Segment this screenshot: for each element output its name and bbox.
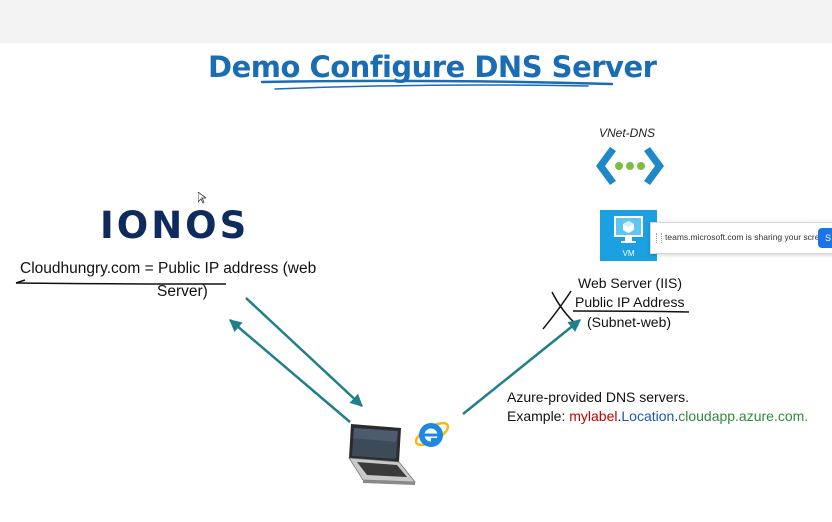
title-underline-2 (274, 84, 589, 90)
title-underline (260, 79, 614, 86)
dns-mapping-line2: Server) (157, 283, 208, 300)
ionos-logo: IONOS (100, 204, 250, 247)
monitor-icon (614, 216, 643, 243)
azure-dns-note: Azure-provided DNS servers. (507, 389, 690, 405)
vnet-icon (596, 147, 664, 185)
example-dot-1: . (617, 408, 622, 424)
cross-mark-2 (542, 290, 572, 330)
azure-dns-example: Example: mylabel.Location.cloudapp.azure… (507, 408, 808, 424)
stop-sharing-button[interactable]: S (818, 228, 832, 248)
example-domain: cloudapp.azure.com. (678, 408, 809, 424)
subnet-label: (Subnet-web) (587, 314, 672, 330)
vm-label: VM (622, 249, 635, 258)
screen-share-notification: teams.microsoft.com is sharing your scre… (650, 222, 832, 254)
example-dot-2: . (674, 408, 679, 424)
internet-explorer-icon (414, 421, 450, 447)
example-prefix: Example: (507, 408, 570, 424)
handwritten-underline-tick (15, 279, 26, 284)
example-location: Location (621, 408, 675, 424)
mouse-cursor-icon (198, 192, 206, 204)
handwritten-underline (15, 282, 227, 285)
drag-handle-icon[interactable] (656, 233, 662, 243)
ip-underline (572, 310, 690, 313)
arrow-to-webserver (462, 319, 581, 415)
laptop-icon (348, 424, 416, 485)
slide-title: Demo Configure DNS Server (208, 50, 657, 84)
top-bar (0, 0, 832, 43)
dns-mapping-line1: Cloudhungry.com = Public IP address (web (20, 260, 317, 277)
screen-share-message: teams.microsoft.com is sharing your scre… (665, 232, 832, 242)
arrow-to-laptop (245, 297, 363, 407)
web-server-label: Web Server (IIS) (578, 275, 682, 291)
example-label: mylabel (569, 408, 618, 424)
public-ip-label: Public IP Address (575, 294, 685, 310)
arrow-to-dns (229, 319, 351, 423)
vnet-label: VNet-DNS (599, 126, 656, 140)
vm-icon: VM (600, 210, 657, 261)
